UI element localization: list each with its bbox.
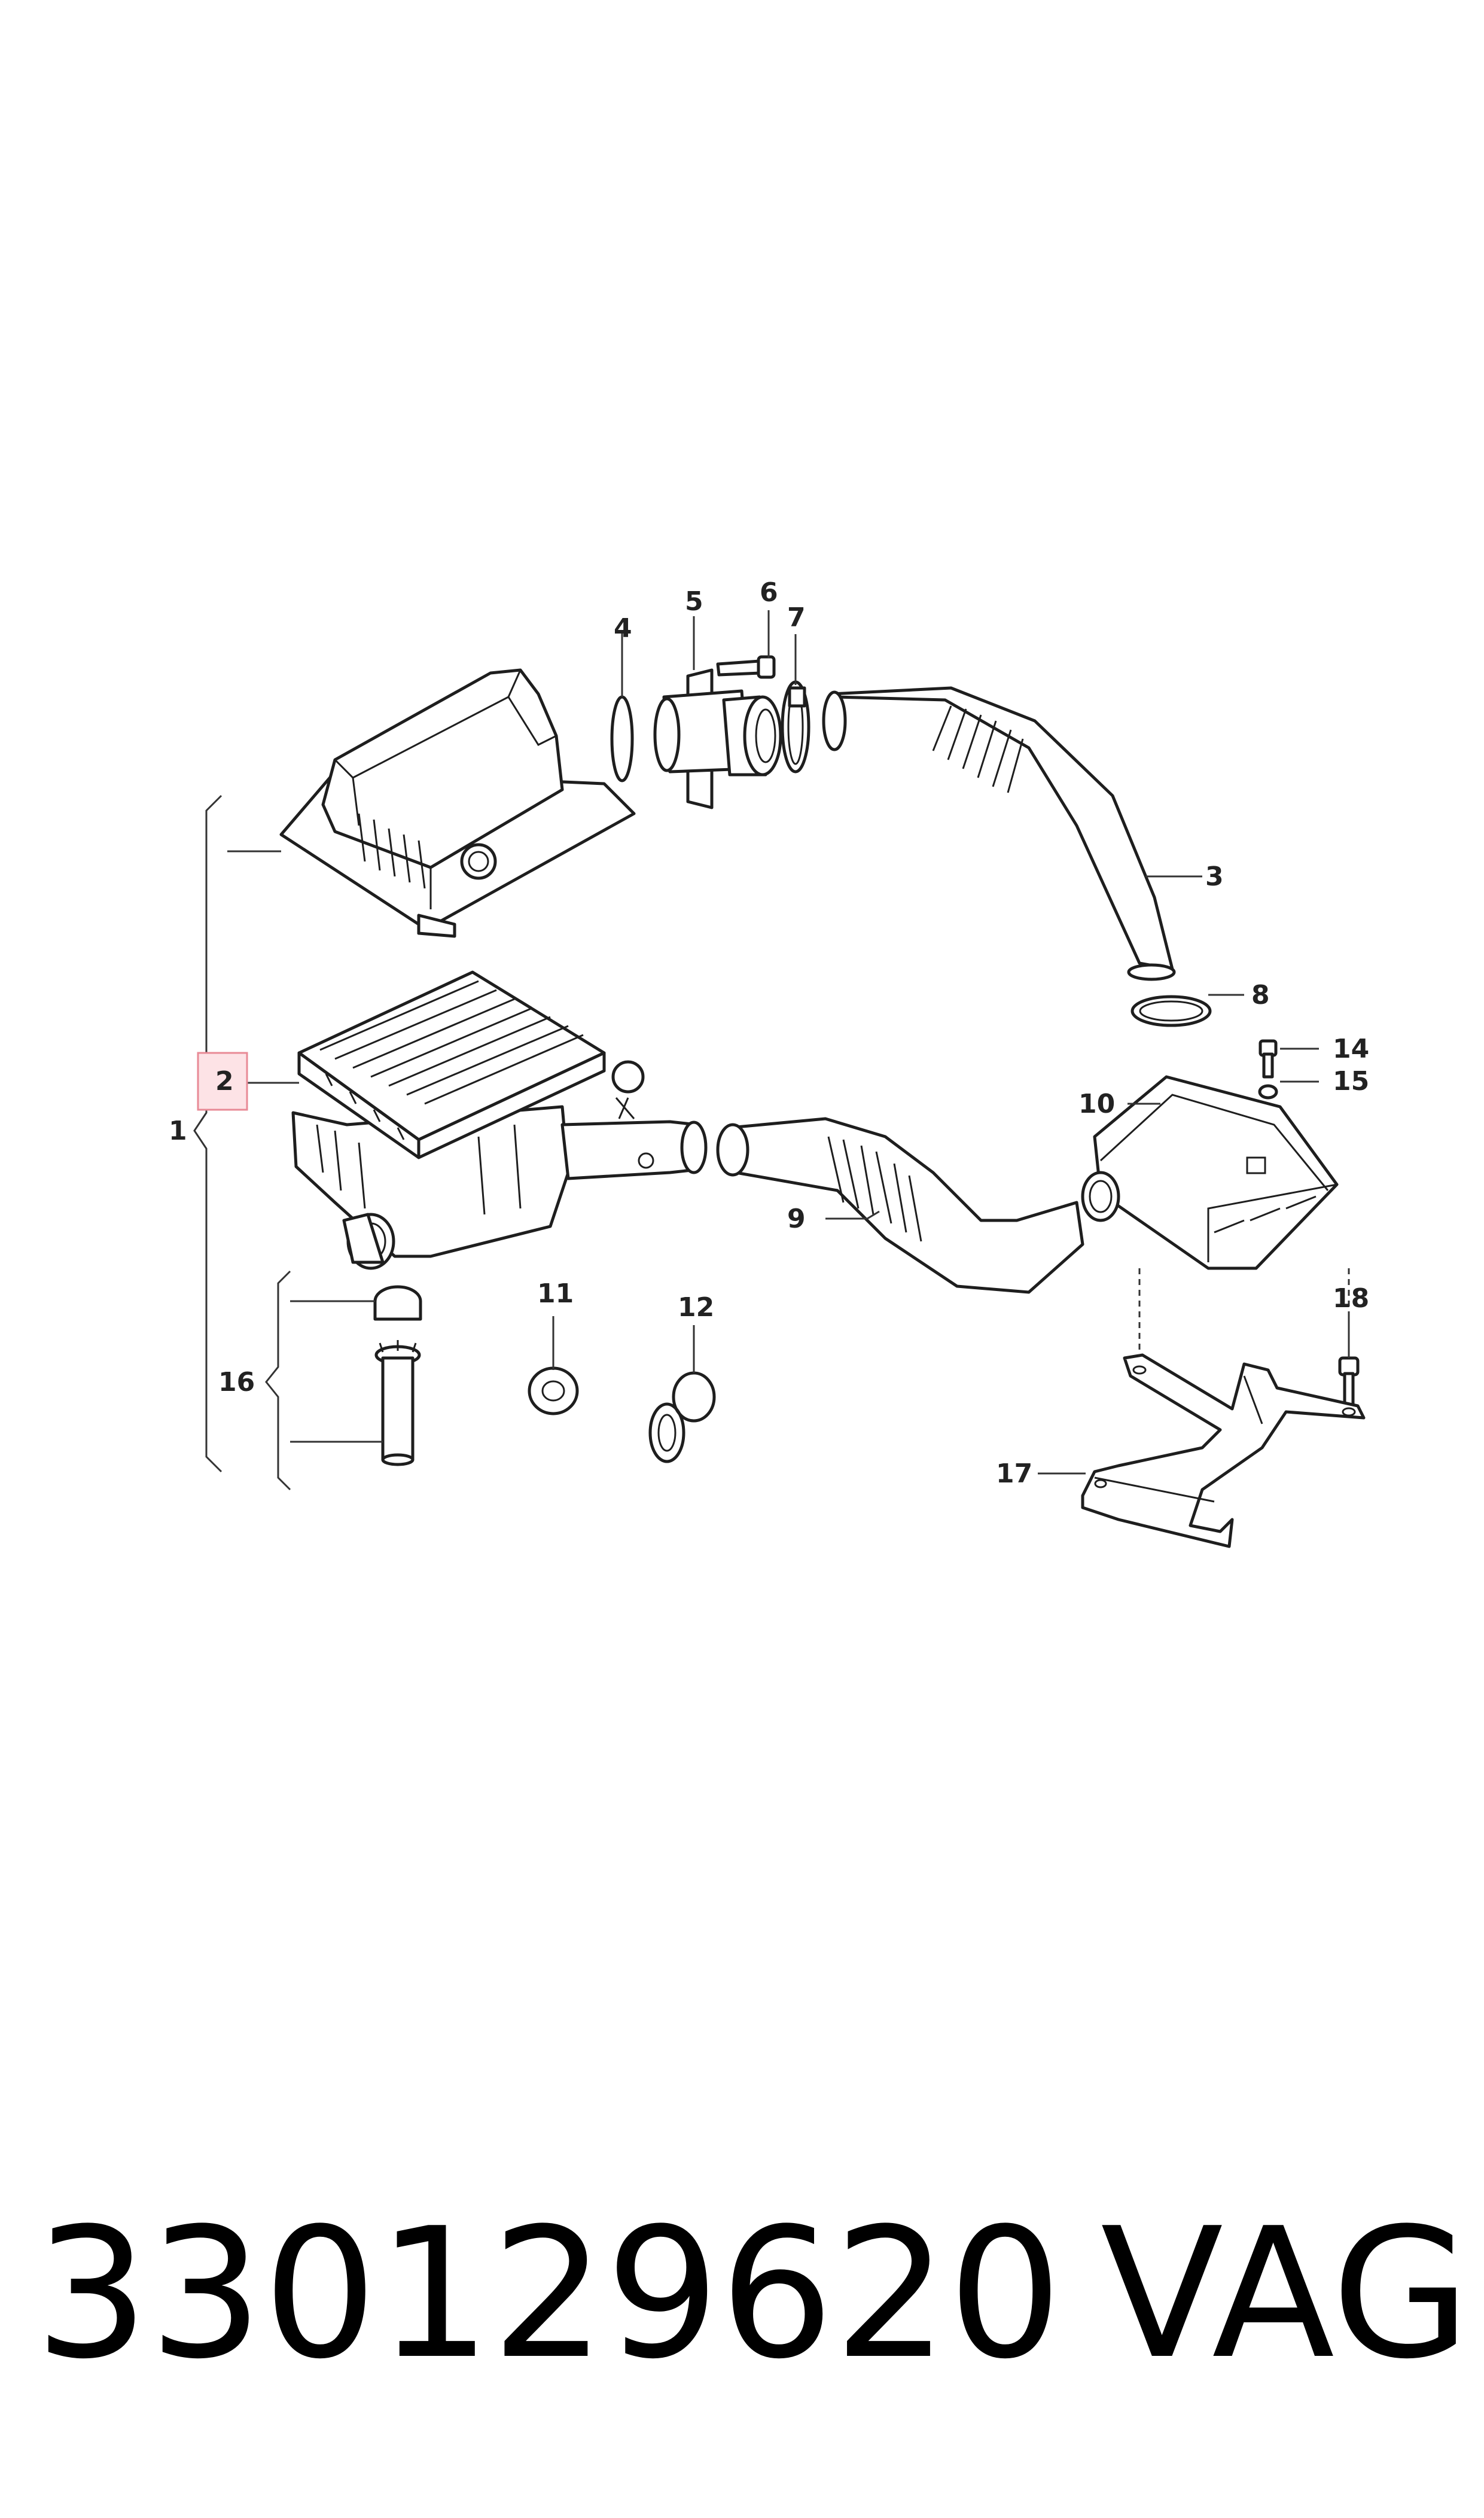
group-bracket-16 bbox=[265, 1270, 291, 1491]
callout-1: 1 bbox=[169, 1116, 187, 1146]
callout-10: 10 bbox=[1078, 1089, 1115, 1119]
callout-12: 12 bbox=[678, 1292, 714, 1323]
hose-clamp bbox=[781, 680, 810, 774]
callout-14: 14 bbox=[1333, 1034, 1369, 1064]
callout-9: 9 bbox=[787, 1204, 806, 1234]
washer bbox=[1258, 1084, 1278, 1100]
screw bbox=[1258, 1039, 1278, 1079]
callout-5: 5 bbox=[685, 586, 703, 617]
air-filter-element bbox=[297, 970, 606, 1159]
callout-labels: 1 2 3 4 5 6 7 8 9 10 11 12 14 15 16 17 1… bbox=[169, 577, 1369, 1489]
callout-15: 15 bbox=[1333, 1066, 1369, 1097]
seal-rings bbox=[648, 1371, 716, 1463]
callout-16: 16 bbox=[218, 1367, 255, 1397]
callout-17: 17 bbox=[996, 1459, 1032, 1489]
brand-name: VAG bbox=[1101, 2190, 1471, 2398]
part-number: 330129620 bbox=[35, 2190, 1062, 2398]
grommet bbox=[528, 1366, 579, 1415]
callout-8: 8 bbox=[1251, 980, 1270, 1010]
clamp-ring bbox=[1130, 995, 1212, 1027]
intake-resonator bbox=[1081, 1075, 1339, 1270]
callout-6: 6 bbox=[760, 577, 778, 608]
gasket-ring bbox=[610, 695, 634, 783]
footer: 330129620 VAG bbox=[0, 2190, 1484, 2417]
bracket-bolt bbox=[1338, 1356, 1360, 1408]
callout-7: 7 bbox=[787, 602, 806, 633]
callout-11: 11 bbox=[537, 1278, 574, 1309]
lower-intake-hose bbox=[716, 1117, 1084, 1294]
upper-intake-hose bbox=[822, 686, 1176, 981]
group-bracket-1 bbox=[193, 794, 223, 1473]
callout-4: 4 bbox=[614, 613, 632, 644]
flange-adapter bbox=[653, 668, 782, 809]
air-filter-upper-cover bbox=[279, 668, 636, 938]
callout-3: 3 bbox=[1205, 861, 1224, 892]
callout-18: 18 bbox=[1333, 1283, 1369, 1314]
exploded-parts-diagram: 1 2 3 4 5 6 7 8 9 10 11 12 14 15 16 17 1… bbox=[169, 577, 1369, 1548]
bolt bbox=[716, 655, 776, 679]
air-filter-lower-housing bbox=[291, 1060, 708, 1270]
drain-valve bbox=[373, 1285, 422, 1466]
leader-lines bbox=[227, 610, 1350, 1475]
highlight-box bbox=[197, 1052, 248, 1111]
callout-2: 2 bbox=[215, 1066, 234, 1097]
mounting-bracket bbox=[1081, 1353, 1366, 1548]
